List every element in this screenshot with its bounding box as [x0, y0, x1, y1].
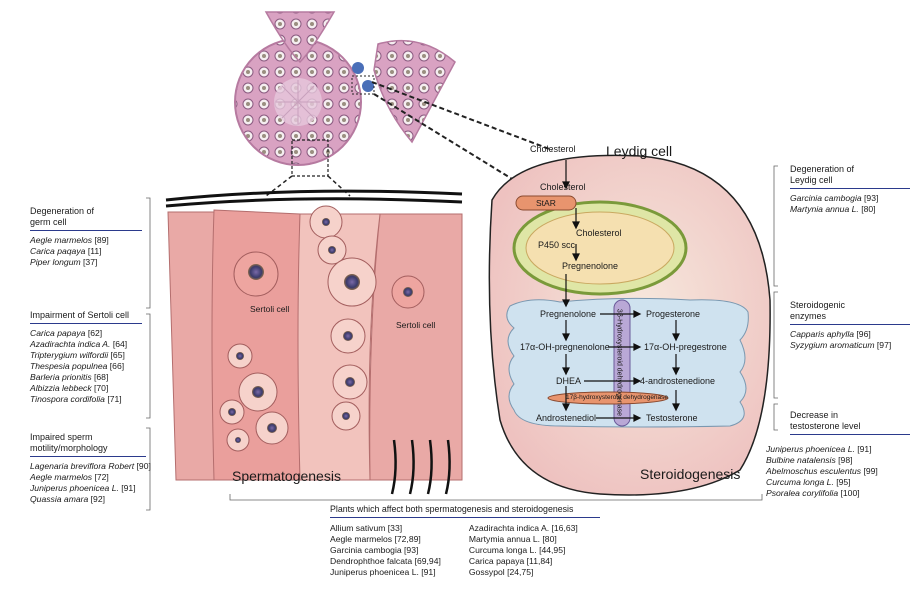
label-progesterone: Progesterone	[646, 309, 701, 319]
list-item: Psoralea corylifolia [100]	[766, 488, 860, 498]
label-steroidogenesis: Steroidogenesis	[640, 466, 741, 482]
list-item: Garcinia cambogia [93]	[790, 193, 879, 203]
label-dhea: DHEA	[556, 376, 582, 386]
heading: Decrease in	[790, 410, 839, 420]
seminiferous-tubule-section	[234, 38, 362, 166]
block-testosterone-decrease: Decrease in testosterone level	[790, 410, 910, 439]
list-item: Tinospora cordifolia [71]	[30, 394, 122, 404]
label-androstenedione: 4-androstenedione	[640, 376, 716, 386]
label-17b-hsd: 17β-hydroxysteroid dehydrogenase	[566, 394, 669, 401]
block-sperm-motility: Impaired sperm motility/morphology Lagen…	[30, 432, 151, 505]
heading-rule	[30, 230, 142, 231]
heading-rule	[790, 434, 910, 435]
list-item: Dendrophthoe falcata [69,94]	[330, 556, 441, 566]
block-sertoli-impairment: Impairment of Sertoli cell Carica papaya…	[30, 310, 142, 405]
heading-rule	[790, 188, 910, 189]
label-testosterone: Testosterone	[646, 413, 698, 423]
list-item: Garcinia cambogia [93]	[330, 545, 419, 555]
sperm-tails	[390, 439, 451, 495]
list-item: Lagenaria breviflora Robert [90]	[30, 461, 151, 471]
list-item: Thespesia populnea [66]	[30, 361, 125, 371]
pathway-arrows	[562, 160, 680, 422]
list-item: Azadirachta indica A. [16,63]	[468, 523, 578, 533]
list-item: Curcuma longa L. [44,95]	[468, 545, 566, 555]
seminiferous-epithelium	[165, 189, 463, 481]
heading-rule	[790, 324, 910, 325]
list-item: Aegle marmelos [72]	[30, 472, 109, 482]
label-pregnenolone: Pregnenolone	[540, 309, 597, 319]
heading: Degeneration of	[790, 164, 855, 174]
column-1: Allium sativum [33] Aegle marmelos [72,8…	[330, 523, 441, 578]
tubule-section-right	[352, 39, 456, 144]
list-item: Juniperus phoenicea L. [91]	[330, 567, 436, 577]
label-17oh-pregnenolone: 17α-OH-pregnenolone	[520, 342, 610, 352]
list-item: Carica paqaya [11]	[30, 246, 102, 256]
zoom-box-tubule	[291, 139, 329, 177]
list-item: Capparis aphylla [96]	[790, 329, 871, 339]
label-cholesterol-mito: Cholesterol	[576, 228, 622, 238]
list-item: Martynia annua L. [80]	[790, 204, 876, 214]
tubule-section-top	[264, 11, 336, 64]
block-germ-cell-degeneration: Degeneration of germ cell Aegle marmelos…	[30, 206, 142, 268]
label-sertoli-cell-2: Sertoli cell	[396, 320, 436, 330]
germ-cells	[219, 205, 425, 452]
column-2: Azadirachta indica A. [16,63] Martymia a…	[469, 523, 578, 578]
list-item: Bulbine natalensis [98]	[766, 455, 853, 465]
list-item: Piper longum [37]	[30, 257, 98, 267]
label-androstenediol: Androstenediol	[536, 413, 597, 423]
list-item: Gossypol [24,75]	[468, 567, 534, 577]
list-item: Juniperus phoenicea L. [91]	[30, 483, 136, 493]
list-item: Curcuma longa L. [95]	[766, 477, 851, 487]
list-item: Barleria prionitis [68]	[30, 372, 109, 382]
label-star: StAR	[536, 198, 556, 208]
block-both-processes: Plants which affect both spermatogenesis…	[330, 504, 600, 578]
heading: germ cell	[30, 217, 67, 227]
label-cholesterol-top: Cholesterol	[530, 144, 576, 154]
label-leydig-cell: Leydig cell	[606, 143, 673, 159]
list-item: Martymia annua L. [80]	[468, 534, 557, 544]
heading: motility/morphology	[30, 443, 108, 453]
list-item: Aegle marmelos [89]	[30, 235, 109, 245]
hsd17-enzyme-bar	[547, 391, 669, 405]
list-item: Carica papaya [11,84]	[468, 556, 553, 566]
label-pregnenolone-mito: Pregnenolone	[562, 261, 619, 271]
brackets	[146, 165, 778, 511]
label-3b-hsd: 3β-Hydroxysteroid dehydrogenase	[615, 308, 623, 417]
list-item: Carica papaya [62]	[30, 328, 103, 338]
block-steroidogenic-enzymes: Steroidogenic enzymes Capparis aphylla […	[790, 300, 910, 351]
heading: Steroidogenic	[790, 300, 846, 310]
list-item: Juniperus phoenicea L. [91]	[766, 444, 872, 454]
label-p450scc: P450 scc	[538, 240, 576, 250]
heading-rule	[330, 517, 600, 518]
label-17oh-progesterone: 17α-OH-pregestrone	[644, 342, 727, 352]
list-item: Abelmoschus esculentus [99]	[766, 466, 878, 476]
heading: Impaired sperm	[30, 432, 93, 442]
label-spermatogenesis: Spermatogenesis	[232, 468, 341, 484]
block-testosterone-list: Juniperus phoenicea L. [91] Bulbine nata…	[766, 444, 916, 499]
list-item: Allium sativum [33]	[330, 523, 403, 533]
list-item: Tripterygium wilfordii [65]	[30, 350, 125, 360]
heading-rule	[30, 456, 146, 457]
heading: Degeneration of	[30, 206, 95, 216]
list-item: Aegle marmelos [72,89]	[330, 534, 421, 544]
heading-rule	[30, 323, 142, 324]
list-item: Quassia amara [92]	[30, 494, 106, 504]
list-item: Azadirachta indica A. [64]	[30, 339, 128, 349]
label-cholesterol-cytoplasm: Cholesterol	[540, 182, 586, 192]
heading: testosterone level	[790, 421, 861, 431]
star-protein	[515, 195, 577, 211]
mitochondrion	[512, 200, 688, 296]
list-item: Syzygium aromaticum [97]	[790, 340, 892, 350]
heading: Leydig cell	[790, 175, 833, 185]
list-item: Albizzia lebbeck [70]	[30, 383, 109, 393]
heading: Impairment of Sertoli cell	[30, 310, 130, 320]
block-leydig-degeneration: Degeneration of Leydig cell Garcinia cam…	[790, 164, 910, 215]
heading: Plants which affect both spermatogenesis…	[330, 504, 574, 514]
heading: enzymes	[790, 311, 827, 321]
label-sertoli-cell-1: Sertoli cell	[250, 304, 290, 314]
